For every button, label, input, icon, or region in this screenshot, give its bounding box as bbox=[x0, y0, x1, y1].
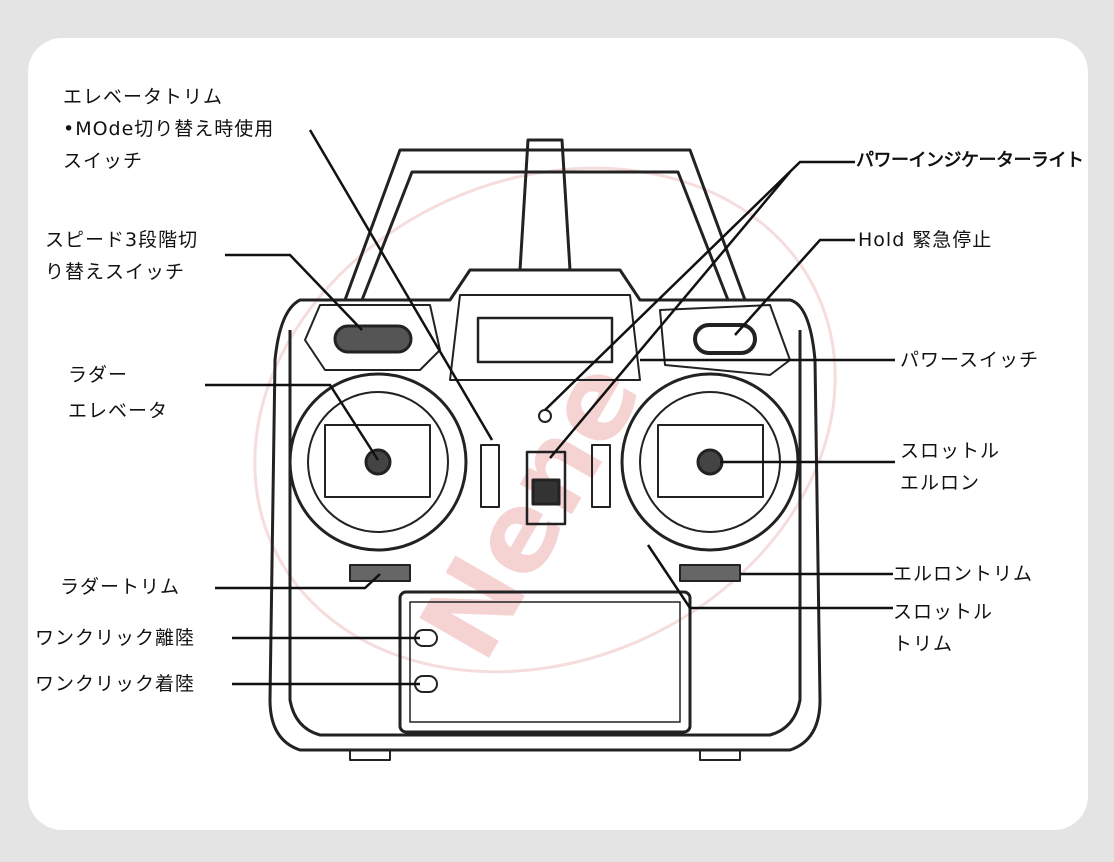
left-stick-label-line1: ラダー bbox=[68, 364, 129, 386]
rudder-trim bbox=[349, 564, 411, 582]
left-stick bbox=[364, 448, 392, 476]
hold-label: Hold 緊急停止 bbox=[858, 229, 993, 251]
right-stick bbox=[696, 448, 724, 476]
speed-switch-label-line2: り替えスイッチ bbox=[45, 261, 186, 283]
takeoff-label: ワンクリック離陸 bbox=[35, 627, 196, 649]
power-switch bbox=[525, 450, 567, 526]
antenna bbox=[518, 138, 572, 271]
power-switch-label: パワースイッチ bbox=[900, 349, 1040, 371]
elevator-trim-label-line2: •MOde切り替え時使用 bbox=[63, 118, 275, 140]
throttle-trim bbox=[591, 444, 611, 508]
leader-lines bbox=[205, 129, 895, 686]
throttle-trim-label-line2: トリム bbox=[893, 633, 954, 655]
rudder-trim-label: ラダートリム bbox=[60, 576, 181, 598]
watermark-text: Nene bbox=[396, 339, 667, 680]
bottom-panel bbox=[398, 590, 692, 734]
handle bbox=[343, 148, 747, 301]
elevator-trim-label-line1: エレベータトリム bbox=[63, 86, 224, 108]
power-indicator-label: パワーインジケーターライト bbox=[856, 150, 1084, 171]
left-stick-label-line2: エレベータ bbox=[68, 400, 169, 422]
speed-switch-label-line1: スピード3段階切 bbox=[45, 229, 199, 251]
diagram-card bbox=[28, 38, 1088, 830]
display-screen bbox=[476, 316, 614, 364]
body-outline bbox=[268, 268, 822, 752]
left-gimbal bbox=[288, 372, 468, 552]
right-stick-label-line2: エルロン bbox=[900, 472, 981, 494]
right-stick-label-line1: スロットル bbox=[900, 440, 1001, 462]
speed-switch bbox=[333, 324, 413, 354]
landing-label: ワンクリック着陸 bbox=[35, 673, 196, 695]
svg-text:Nene: Nene bbox=[396, 339, 667, 680]
aileron-trim-label: エルロントリム bbox=[893, 563, 1034, 585]
throttle-trim-label-line1: スロットル bbox=[893, 601, 994, 623]
hold-button bbox=[693, 323, 757, 355]
elevator-trim bbox=[480, 444, 500, 508]
elevator-trim-label-line3: スイッチ bbox=[63, 150, 144, 172]
aileron-trim bbox=[679, 564, 741, 582]
